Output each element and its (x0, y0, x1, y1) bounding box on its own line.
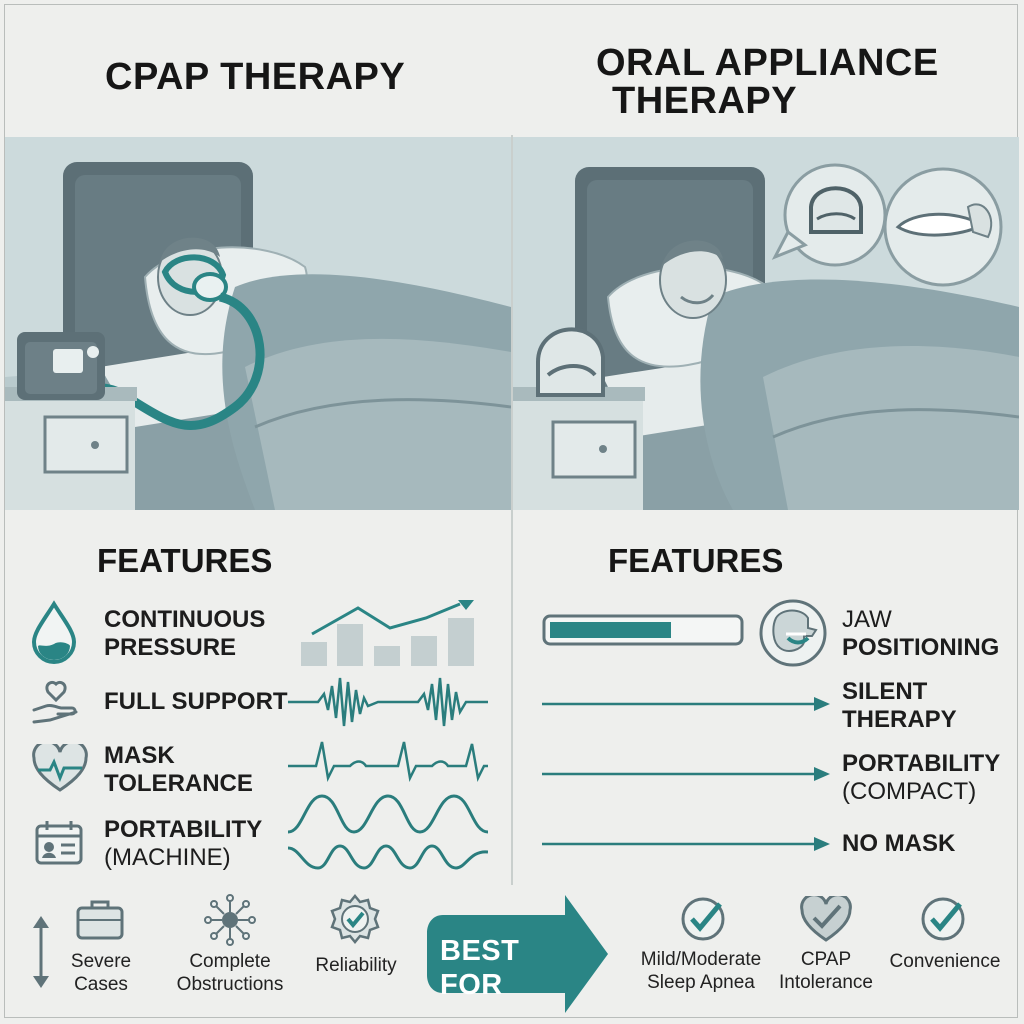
oral-appliance-title-line1: ORAL APPLIANCE (596, 42, 939, 84)
calendar-id-icon (35, 821, 83, 865)
no-mask-arrow (542, 837, 830, 851)
vertical-double-arrow-icon (33, 916, 49, 988)
briefcase-icon (76, 900, 124, 940)
oral-appliance-title-line2: THERAPY (612, 80, 798, 122)
cpap-features-heading: FEATURES (97, 542, 273, 579)
feature-line1: PORTABILITY (842, 750, 1001, 777)
heart-pulse-icon (32, 744, 88, 792)
feature-no-mask: NO MASK (842, 830, 956, 857)
check-circle-icon (921, 897, 965, 941)
best-for-convenience: Convenience (889, 951, 1001, 972)
check-gear-icon (330, 894, 380, 944)
jaw-profile-icon (759, 599, 827, 667)
pressure-bar-trend-graphic (301, 600, 474, 666)
jaw-positioning-progress-bar (542, 614, 744, 646)
feature-line2: PRESSURE (104, 634, 237, 661)
breathing-waveform-graphic (288, 794, 488, 834)
check-circle-icon (681, 897, 725, 941)
oral-features-heading: FEATURES (608, 542, 784, 579)
cpap-bedroom-illustration (5, 137, 511, 510)
best-for-complete-obstructions: Complete Obstructions (176, 951, 284, 995)
portability-waveform-graphic (288, 844, 488, 870)
hand-heart-icon (32, 680, 78, 724)
feature-line1: MASK (104, 742, 175, 769)
water-drop-icon (31, 600, 77, 664)
feature-full-support: FULL SUPPORT (104, 688, 288, 715)
support-waveform-graphic (288, 677, 488, 727)
feature-line2: (MACHINE) (104, 844, 231, 871)
feature-line2: TOLERANCE (104, 770, 253, 797)
column-divider (511, 135, 513, 885)
best-for-arrow (427, 895, 608, 1013)
best-for-label: BEST FOR (440, 935, 520, 1001)
heart-check-icon (800, 896, 852, 942)
feature-line1: SILENT (842, 678, 928, 705)
oral-appliance-bedroom-illustration (513, 137, 1019, 510)
feature-line2: POSITIONING (842, 634, 1000, 661)
best-for-reliability: Reliability (315, 955, 397, 976)
feature-line1: CONTINUOUS (104, 606, 266, 633)
heartbeat-waveform-graphic (288, 741, 488, 782)
silent-therapy-arrow (542, 697, 830, 711)
feature-line1: PORTABILITY (104, 816, 263, 843)
best-for-cpap-intolerance: CPAP Intolerance (778, 949, 873, 993)
best-for-mild-moderate: Mild/Moderate Sleep Apnea (640, 949, 762, 993)
feature-line1: JAW (842, 606, 892, 633)
cpap-title: CPAP THERAPY (105, 56, 406, 98)
feature-portability-compact: PORTABILITY(COMPACT) (842, 750, 1000, 806)
feature-portability-machine: PORTABILITY(MACHINE) (104, 816, 262, 872)
best-for-severe-cases: Severe Cases (70, 951, 132, 995)
portability-arrow (542, 767, 830, 781)
feature-line2: (COMPACT) (842, 778, 977, 805)
feature-line2: THERAPY (842, 706, 957, 733)
molecule-icon (204, 894, 256, 946)
